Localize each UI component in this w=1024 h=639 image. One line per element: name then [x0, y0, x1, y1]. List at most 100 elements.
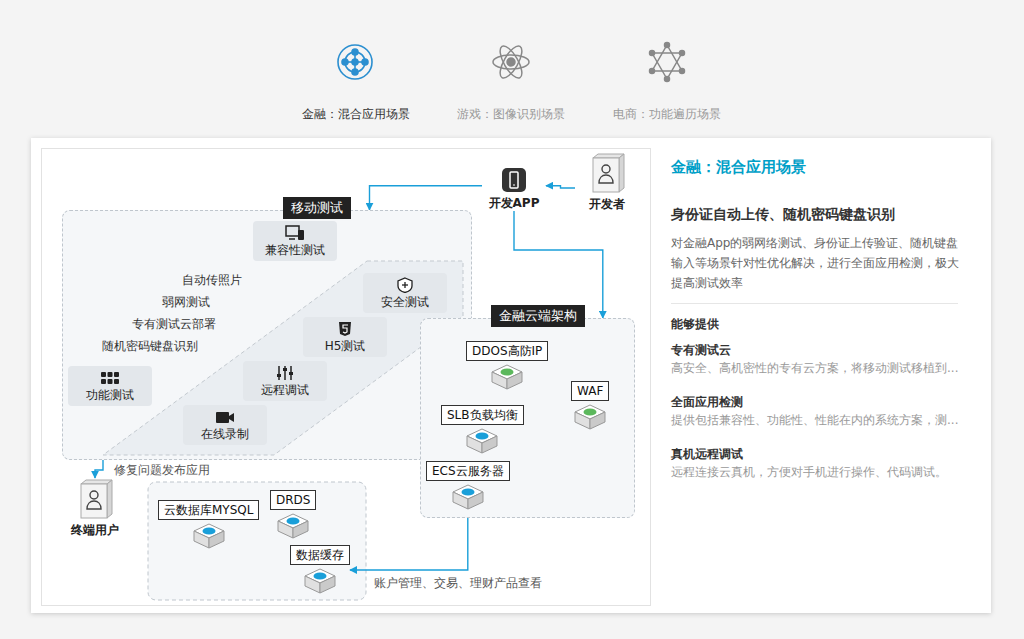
- service-label: DRDS: [270, 490, 316, 510]
- text-label: 自动传照片: [182, 272, 242, 289]
- text-label: 弱网测试: [162, 294, 210, 311]
- cloud-node: WAF: [571, 381, 609, 431]
- tile-node: 远程调试: [243, 361, 327, 401]
- text-label: 提供包括兼容性、功能性、性能在内的系统方案，测...: [671, 412, 958, 429]
- decor-ellipse: [287, 517, 300, 524]
- cloud-node: 数据缓存: [290, 545, 350, 595]
- plate-node: 移动测试兼容性测试安全测试H5测试远程调试在线录制功能测试: [62, 210, 472, 460]
- decor-svg: [335, 321, 355, 337]
- text-label: 远程连接云真机，方便对手机进行操作、代码调试。: [671, 464, 947, 481]
- service-label: WAF: [571, 381, 609, 401]
- plate-heading: 移动测试: [283, 197, 351, 219]
- decor-circle: [362, 59, 368, 65]
- decor-rect: [286, 226, 299, 236]
- cloud-node: 云数据库MYSQL: [158, 500, 259, 550]
- decor-rect: [101, 379, 106, 384]
- decor-svg: [100, 370, 120, 386]
- decor-ellipse: [584, 408, 597, 415]
- service-label: DDOS高防IP: [466, 341, 548, 361]
- decor-svg: [499, 165, 529, 195]
- decor-path: [87, 501, 101, 509]
- text-label: 随机密码键盘识别: [102, 338, 198, 355]
- app-label: 开发APP: [489, 195, 540, 211]
- decor-rect: [108, 379, 113, 384]
- app-node: 开发APP: [482, 165, 546, 211]
- decor-svg: [75, 478, 115, 522]
- tile-label: H5测试: [325, 339, 366, 353]
- decor-circle: [338, 45, 372, 79]
- decor-circle: [90, 491, 98, 499]
- decor-circle: [680, 51, 685, 56]
- service-label: ECS云服务器: [426, 461, 510, 481]
- who-node: 开发者: [575, 152, 639, 212]
- decor-svg: [192, 522, 226, 550]
- connector: [514, 211, 603, 318]
- text-label: 金融：混合应用场景: [671, 158, 806, 177]
- decor-rect: [283, 368, 287, 371]
- who-node: 终端用户: [63, 478, 127, 538]
- decor-rect: [502, 168, 526, 192]
- decor-path: [339, 322, 351, 336]
- decor-rect: [81, 484, 107, 518]
- decor-rect: [216, 412, 229, 423]
- decor-circle: [342, 59, 348, 65]
- decor-rect: [289, 372, 293, 375]
- who-label: 开发者: [589, 196, 625, 212]
- decor-rect: [114, 372, 119, 377]
- plate-node: 金融云端架构DDOS高防IPWAFSLB负载均衡ECS云服务器: [420, 318, 635, 518]
- service-label: 云数据库MYSQL: [158, 500, 259, 520]
- tile-node: 安全测试: [363, 273, 447, 313]
- decor-rect: [101, 372, 106, 377]
- card: [31, 138, 991, 613]
- text-label: 真机远程调试: [671, 446, 743, 463]
- text-label: 能够提供: [671, 316, 719, 333]
- decor-circle: [352, 49, 358, 55]
- text-label: 对金融App的弱网络测试、身份证上传验证、随机键盘输入等场景针对性优化解决，进行…: [671, 233, 963, 293]
- edge-label: 修复问题发布应用: [112, 462, 212, 479]
- tile-label: 安全测试: [381, 295, 429, 309]
- decor-circle: [507, 58, 515, 66]
- decor-polygon: [619, 154, 624, 192]
- connector: [370, 186, 483, 210]
- decor-circle: [650, 51, 655, 56]
- decor-line: [513, 185, 515, 186]
- diagram-frame: [42, 149, 651, 606]
- decor-polygon: [652, 53, 682, 79]
- decor-line: [289, 238, 295, 240]
- decor-svg: [215, 409, 235, 425]
- tile-node: 在线录制: [183, 405, 267, 445]
- cloud-node: DRDS: [270, 490, 316, 540]
- decor-circle: [650, 69, 655, 74]
- database-plate: [148, 482, 366, 600]
- tab-icon-finance: [338, 45, 372, 79]
- decor-svg: [465, 427, 499, 455]
- decor-svg: [587, 152, 627, 196]
- decor-circle: [352, 59, 358, 65]
- service-label: SLB负载均衡: [441, 405, 524, 425]
- text-label: 专有测试云: [671, 342, 731, 359]
- connector: [350, 511, 468, 570]
- decor-ellipse: [314, 572, 327, 579]
- connector: [546, 186, 575, 188]
- text-label: 专有测试云部署: [132, 316, 216, 333]
- decor-ellipse: [461, 488, 474, 495]
- tile-node: H5测试: [303, 317, 387, 357]
- text-label: 全面应用检测: [671, 394, 743, 411]
- plate-heading: 金融云端架构: [491, 305, 585, 327]
- decor-rect: [108, 372, 113, 377]
- decor-circle: [665, 43, 670, 48]
- text-label: 金融：混合应用场景: [302, 106, 410, 123]
- divider: [671, 303, 958, 304]
- tile-label: 远程调试: [261, 383, 309, 397]
- decor-g: [101, 372, 119, 384]
- decor-path: [599, 175, 613, 183]
- text-label: 游戏：图像识别场景: [457, 106, 565, 123]
- decor-polygon: [652, 45, 682, 71]
- text-label: 高安全、高机密性的专有云方案，将移动测试移植到...: [671, 360, 958, 377]
- text-label: 身份证自动上传、随机密码键盘识别: [671, 206, 895, 224]
- decor-rect: [114, 379, 119, 384]
- decor-ellipse: [501, 368, 514, 375]
- decor-line: [278, 366, 280, 380]
- decor-svg: [303, 567, 337, 595]
- decor-rect: [298, 230, 304, 240]
